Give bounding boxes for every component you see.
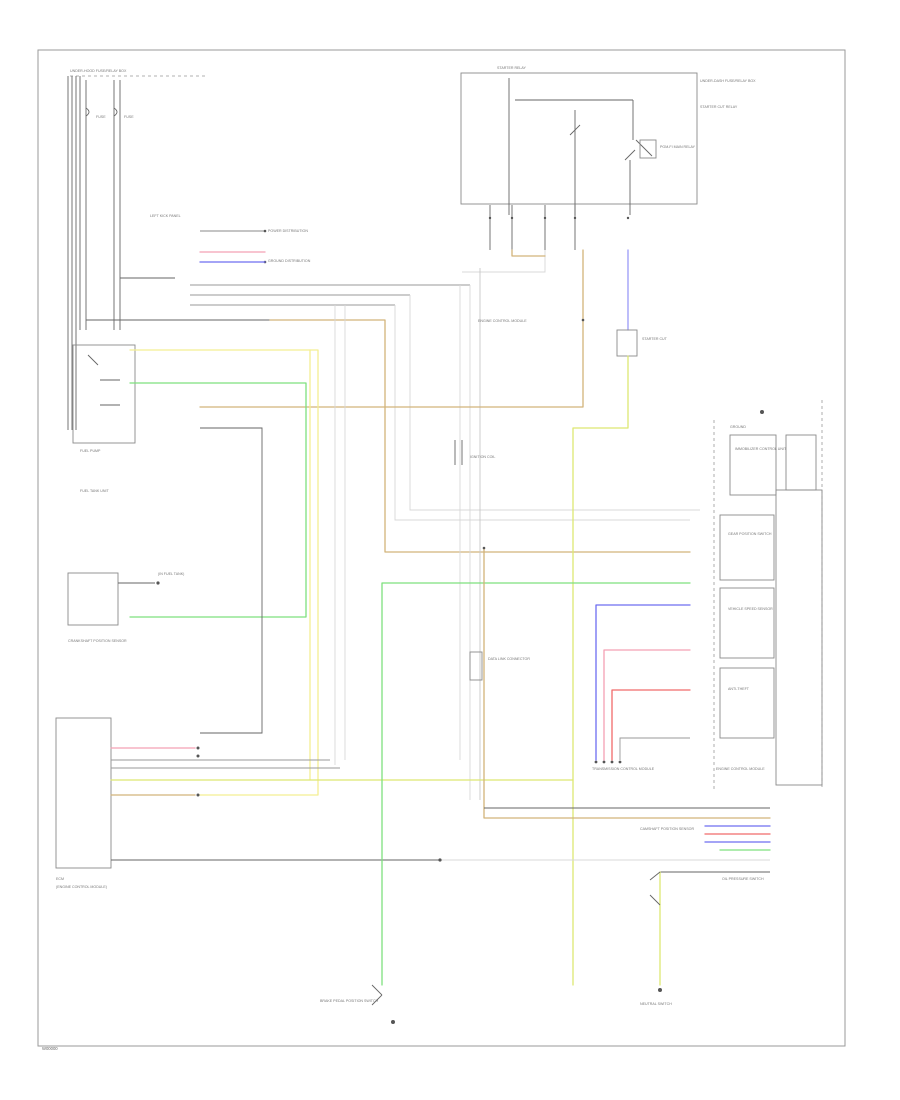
left-connector-labels: LEFT KICK PANEL POWER DISTRIBUTION GROUN…: [150, 214, 311, 264]
fuse-a-label: FUSE: [96, 115, 106, 119]
ground-a-label: GROUND: [730, 425, 746, 429]
tcm-label: TRANSMISSION CONTROL MODULE: [592, 767, 655, 771]
ignition-coil-label: IGNITION COIL: [470, 455, 495, 459]
fuse-b-label: FUSE: [124, 115, 134, 119]
tan-wire-main: [269, 319, 691, 553]
green-wire-long: [381, 582, 691, 986]
data-link-label: DATA LINK CONNECTOR: [488, 657, 530, 661]
starter-relay-label: STARTER RELAY: [497, 66, 527, 70]
tan-wire-long: [483, 547, 771, 819]
left-kick-label: LEFT KICK PANEL: [150, 214, 181, 218]
ecm-left: ECM (ENGINE CONTROL MODULE): [55, 717, 112, 889]
diagram-frame: [37, 49, 846, 1047]
ecm-sub-label: (ENGINE CONTROL MODULE): [56, 885, 107, 889]
engine-ctrl-ref-label: ENGINE CONTROL MODULE: [478, 319, 527, 323]
red-wire-ecm: [611, 689, 691, 761]
ecm-label: ECM: [56, 877, 64, 881]
brake-pedal-sensor: BRAKE PEDAL POSITION SWITCH: [320, 984, 395, 1024]
fuse-box-label: UNDER-HOOD FUSE/RELAY BOX: [70, 69, 127, 73]
power-dist-label: POWER DISTRIBUTION: [268, 229, 308, 233]
engine-control-module-label: ENGINE CONTROL MODULE: [716, 767, 765, 771]
starter-cut-label: STARTER CUT: [642, 337, 668, 341]
fuel-pump-label: FUEL PUMP: [80, 449, 101, 453]
anti-theft-label: ANTI-THEFT: [728, 687, 750, 691]
footer-code: W00000: [42, 1046, 58, 1051]
immobilizer-label: IMMOBILIZER CONTROL UNIT: [735, 447, 787, 451]
neutral-label: NEUTRAL SWITCH: [640, 1002, 672, 1006]
fuel-tank-unit-label: FUEL TANK UNIT: [80, 489, 109, 493]
gear-position-label: GEAR POSITION SWITCH: [728, 532, 772, 536]
fuse-box-top-left: UNDER-HOOD FUSE/RELAY BOX FUSE FUSE: [67, 69, 205, 430]
ignition-coil-top: IGNITION COIL: [454, 440, 495, 465]
relay-box-top-right: STARTER RELAY UNDER-DASH FUSE/RELAY BOX …: [460, 66, 756, 250]
ground-dist-label: GROUND DISTRIBUTION: [268, 259, 311, 263]
vss-label: VEHICLE SPEED SENSOR: [728, 607, 773, 611]
green-wire: [129, 382, 307, 618]
engine-control-module: GROUND IMMOBILIZER CONTROL UNIT GEAR POS…: [713, 400, 823, 790]
relay-box-sub-label: STARTER CUT RELAY: [700, 105, 738, 109]
main-relay-label: PGM-FI MAIN RELAY: [660, 145, 696, 149]
starter-switch-block: FUEL PUMP FUEL TANK UNIT: [72, 344, 136, 493]
yellow-wire-a: [129, 349, 319, 796]
brake-pedal-label: BRAKE PEDAL POSITION SWITCH: [320, 999, 379, 1003]
oil-pressure-label: OIL PRESSURE SWITCH: [722, 877, 764, 881]
tan-wire-starter: [199, 249, 584, 408]
yellow-green-wire: [572, 355, 629, 986]
crank-sensor-label: CRANKSHAFT POSITION SENSOR: [68, 639, 127, 643]
fuel-gauge-sub-label: (IN FUEL TANK): [158, 572, 184, 576]
fuel-tank-unit: (IN FUEL TANK) CRANKSHAFT POSITION SENSO…: [67, 572, 184, 643]
relay-box-label: UNDER-DASH FUSE/RELAY BOX: [700, 79, 756, 83]
tan-wire-relay: [511, 249, 546, 257]
cam-sensor-label: CAMSHAFT POSITION SENSOR: [640, 827, 694, 831]
pink-wire-ecm-b: [603, 649, 691, 761]
blue-wire-ecm: [595, 604, 691, 761]
ignition-coil-mid: DATA LINK CONNECTOR: [469, 651, 530, 681]
